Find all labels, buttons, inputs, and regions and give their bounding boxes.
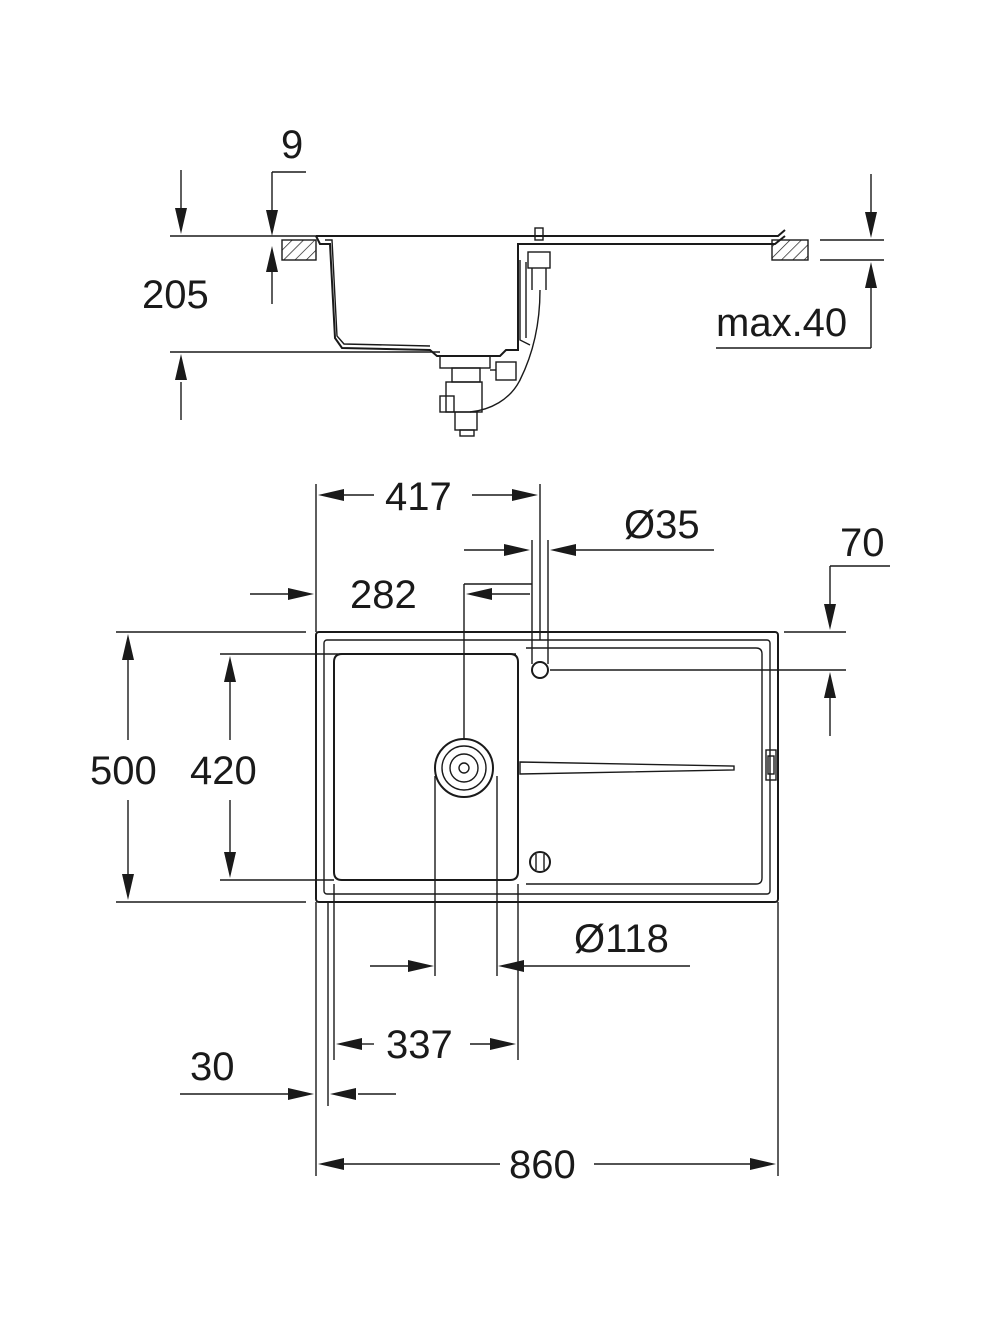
overall-width-label: 860 [509, 1143, 576, 1187]
worktop-left-section [281, 239, 317, 261]
edge-offset-label: 30 [190, 1045, 235, 1089]
dimension-depth: 205 [142, 170, 440, 420]
depth-label: 205 [142, 273, 209, 317]
worktop-max-label: max.40 [716, 301, 847, 345]
to-tap-hole-label: 417 [385, 475, 452, 519]
tap-hole-offset-label: 70 [840, 521, 885, 565]
dimension-to-drain: 282 [250, 573, 532, 740]
sink-bowl [333, 653, 519, 881]
overflow-outlet [529, 851, 551, 873]
dimension-overall-width: 860 [315, 902, 779, 1187]
dimension-bowl-width: 337 [333, 884, 519, 1067]
overall-depth-label: 500 [90, 749, 157, 793]
dimension-to-tap-hole: 417 [315, 475, 541, 640]
dimension-edge-offset: 30 [180, 902, 396, 1106]
dimension-overall-depth: 500 [90, 631, 306, 903]
dimension-rim-thickness: 9 [266, 123, 306, 304]
dimension-tap-hole-offset: 70 [550, 521, 890, 736]
to-drain-label: 282 [350, 573, 417, 617]
sink-profile [315, 227, 786, 437]
tap-hole-diameter-label: Ø35 [624, 503, 700, 547]
top-view: 417 Ø35 282 [90, 475, 890, 1187]
drain-diameter-label: Ø118 [574, 917, 669, 961]
worktop-right-section [771, 239, 809, 261]
sink-outer-rim [315, 631, 779, 903]
tap-hole [531, 661, 549, 679]
dimension-bowl-depth: 420 [190, 653, 516, 881]
dimension-tap-hole-diameter: Ø35 [464, 503, 714, 664]
bowl-width-label: 337 [386, 1023, 453, 1067]
dimension-drain-diameter: Ø118 [370, 776, 690, 976]
drain-outlet [434, 738, 494, 798]
dimension-worktop-max: max.40 [716, 174, 884, 349]
side-view: 9 205 max.40 [142, 123, 884, 437]
drainer [526, 647, 763, 885]
rim-thickness-label: 9 [281, 123, 303, 167]
bowl-depth-label: 420 [190, 749, 257, 793]
